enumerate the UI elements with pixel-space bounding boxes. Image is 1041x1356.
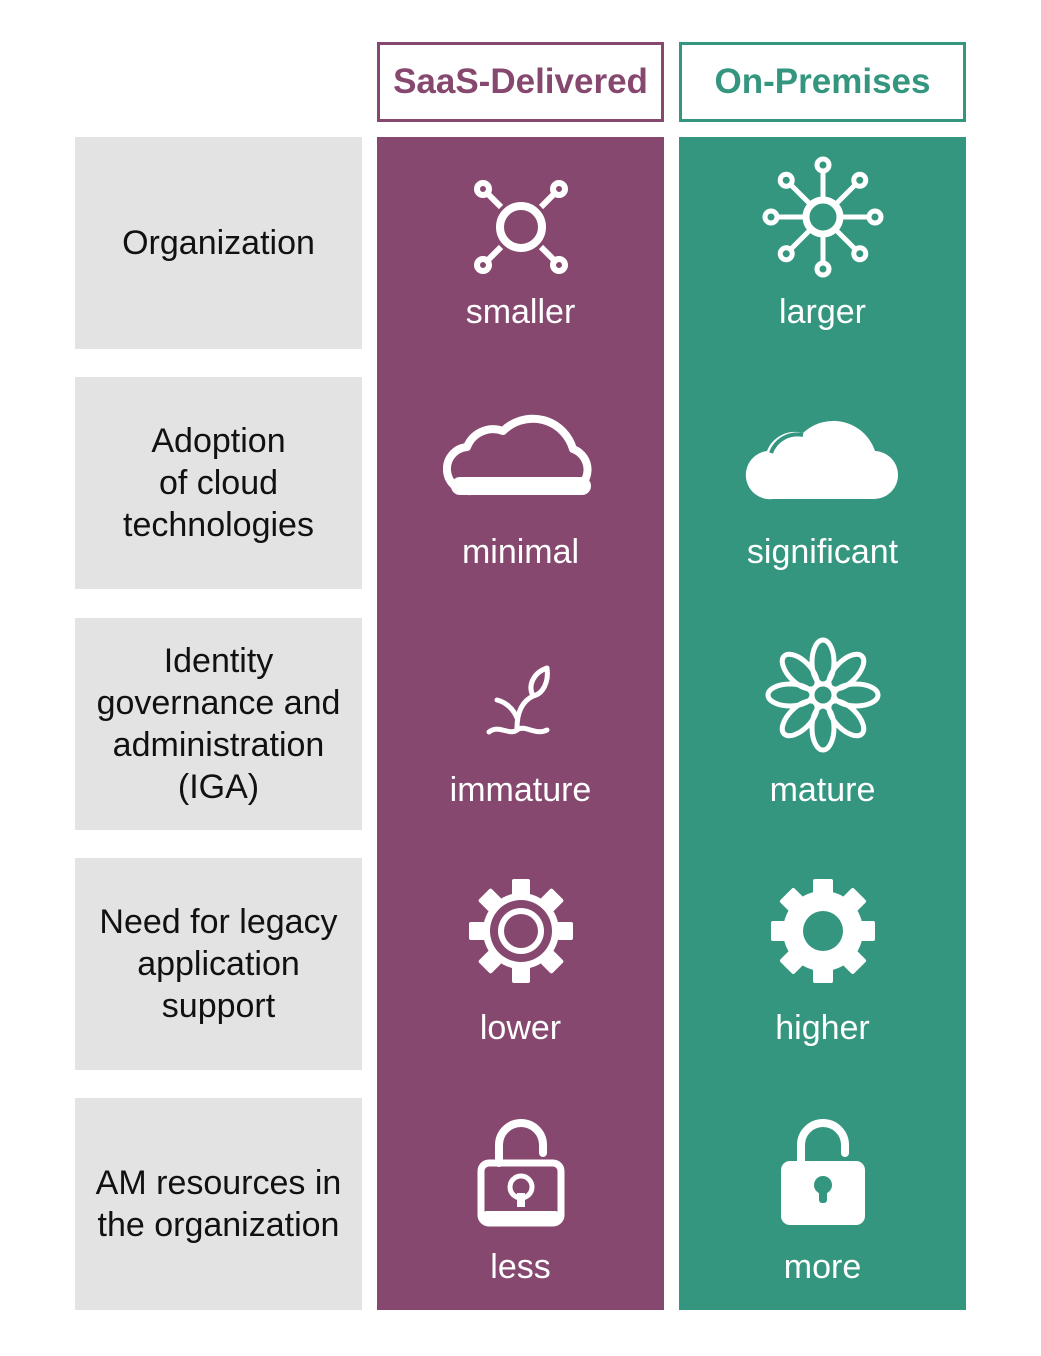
cloud-filled-icon [679,401,966,501]
row-label-text: AM resources in the organization [95,1164,342,1244]
on-premises-column: larger significant mature [679,137,966,1310]
saas-delivered-column: smaller minimal immature [377,137,664,1310]
onprem-iga-value: mature [769,771,876,809]
saas-organization-value: smaller [465,293,576,331]
cloud-outline-icon [377,399,664,499]
row-label-text: Identity governance and administration (… [96,642,341,806]
row-label-legacy-support: Need for legacy application support [75,858,362,1070]
lock-filled-icon [679,1117,966,1229]
saas-iga-value: immature [449,771,592,809]
row-label-cloud-adoption: Adoption of cloud technologies [75,377,362,589]
lock-outline-icon [377,1117,664,1229]
saas-cloud-adoption-value: minimal [461,533,580,571]
row-label-iga: Identity governance and administration (… [75,618,362,830]
saas-am-resources-value: less [490,1248,551,1286]
row-label-text: Adoption of cloud technologies [123,422,314,544]
onprem-organization-value: larger [779,293,866,331]
flower-icon [679,637,966,753]
onprem-cloud-adoption-value: significant [746,533,899,571]
on-premises-header: On-Premises [679,42,966,122]
onprem-legacy-support-value: higher [775,1009,870,1047]
saas-delivered-header: SaaS-Delivered [377,42,664,122]
saas-legacy-support-value: lower [479,1009,562,1047]
row-label-am-resources: AM resources in the organization [75,1098,362,1310]
onprem-am-resources-value: more [783,1248,862,1286]
sprout-icon [377,662,664,742]
row-label-text: Organization [122,224,315,262]
row-label-organization: Organization [75,137,362,349]
small-network-icon [377,177,664,277]
gear-filled-icon [679,877,966,985]
row-label-text: Need for legacy application support [99,903,338,1025]
gear-outline-icon [377,877,664,985]
large-network-icon [679,155,966,279]
